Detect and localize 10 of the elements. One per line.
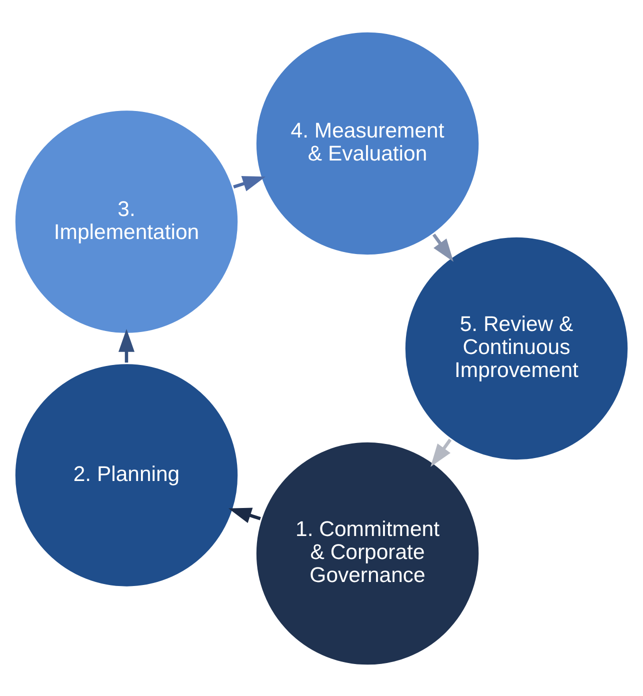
arrow: [430, 438, 452, 466]
node-circle: 1. Commitment & Corporate Governance: [254, 440, 480, 666]
node-circle: 2. Planning: [14, 362, 240, 588]
arrow: [228, 507, 261, 523]
node-circle: 4. Measurement & Evaluation: [254, 30, 480, 256]
arrow: [118, 328, 135, 362]
node-circle: 3. Implementation: [14, 108, 240, 334]
arrow: [432, 233, 454, 262]
arrow: [233, 176, 266, 191]
node-circle: 5. Review & Continuous Improvement: [404, 235, 630, 461]
